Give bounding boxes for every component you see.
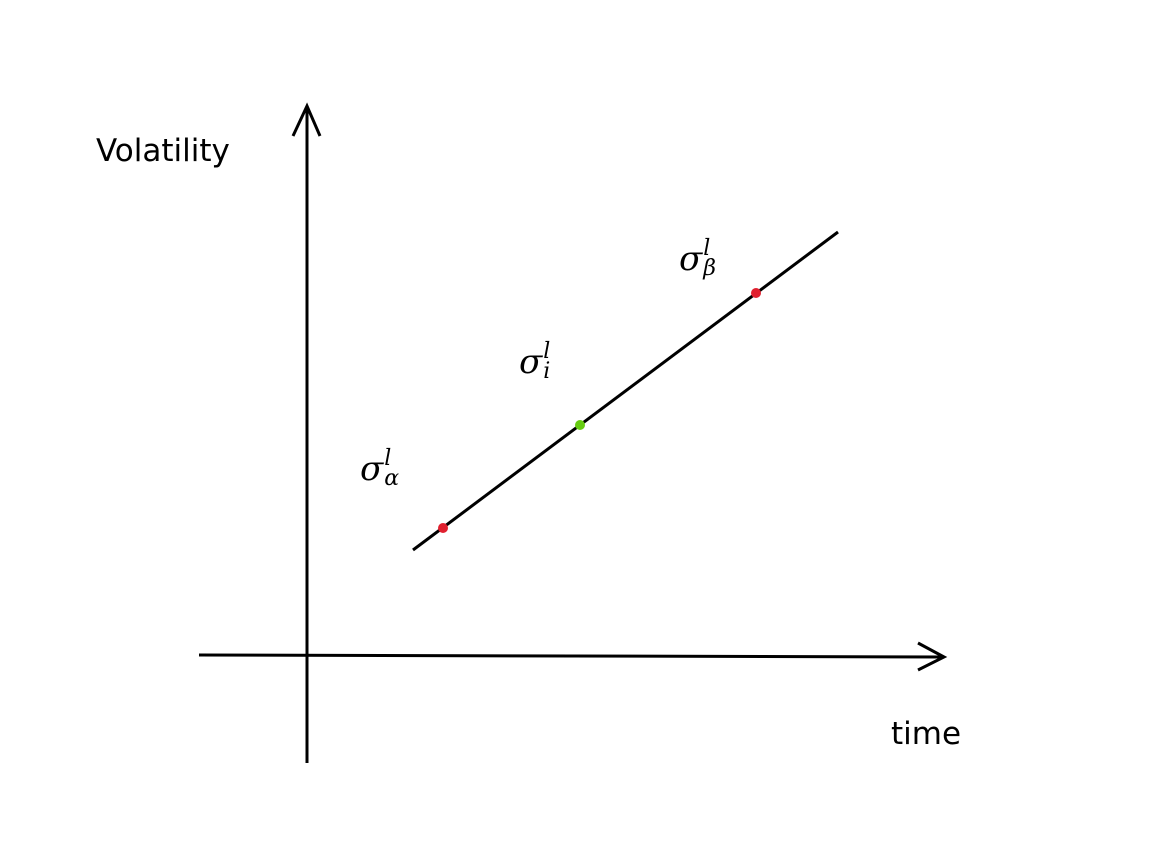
y-axis-arrowhead — [291, 102, 322, 137]
subscript: i — [543, 359, 551, 384]
point-i — [575, 420, 585, 430]
x-axis — [198, 653, 945, 659]
x-axis-label: time — [891, 716, 962, 752]
superscript: l — [703, 236, 711, 261]
sigma-symbol: σ — [679, 239, 703, 279]
subscript: α — [384, 466, 400, 491]
superscript: l — [543, 339, 551, 364]
sigma-symbol: σ — [360, 449, 384, 489]
x-axis-arrowhead — [917, 641, 948, 672]
point-beta — [751, 288, 761, 298]
volatility-trend-line — [412, 230, 839, 552]
superscript: l — [384, 446, 392, 471]
sigma-symbol: σ — [519, 342, 543, 382]
y-axis-label: Volatility — [96, 133, 230, 169]
subscript: β — [703, 256, 716, 281]
point-alpha — [438, 523, 448, 533]
